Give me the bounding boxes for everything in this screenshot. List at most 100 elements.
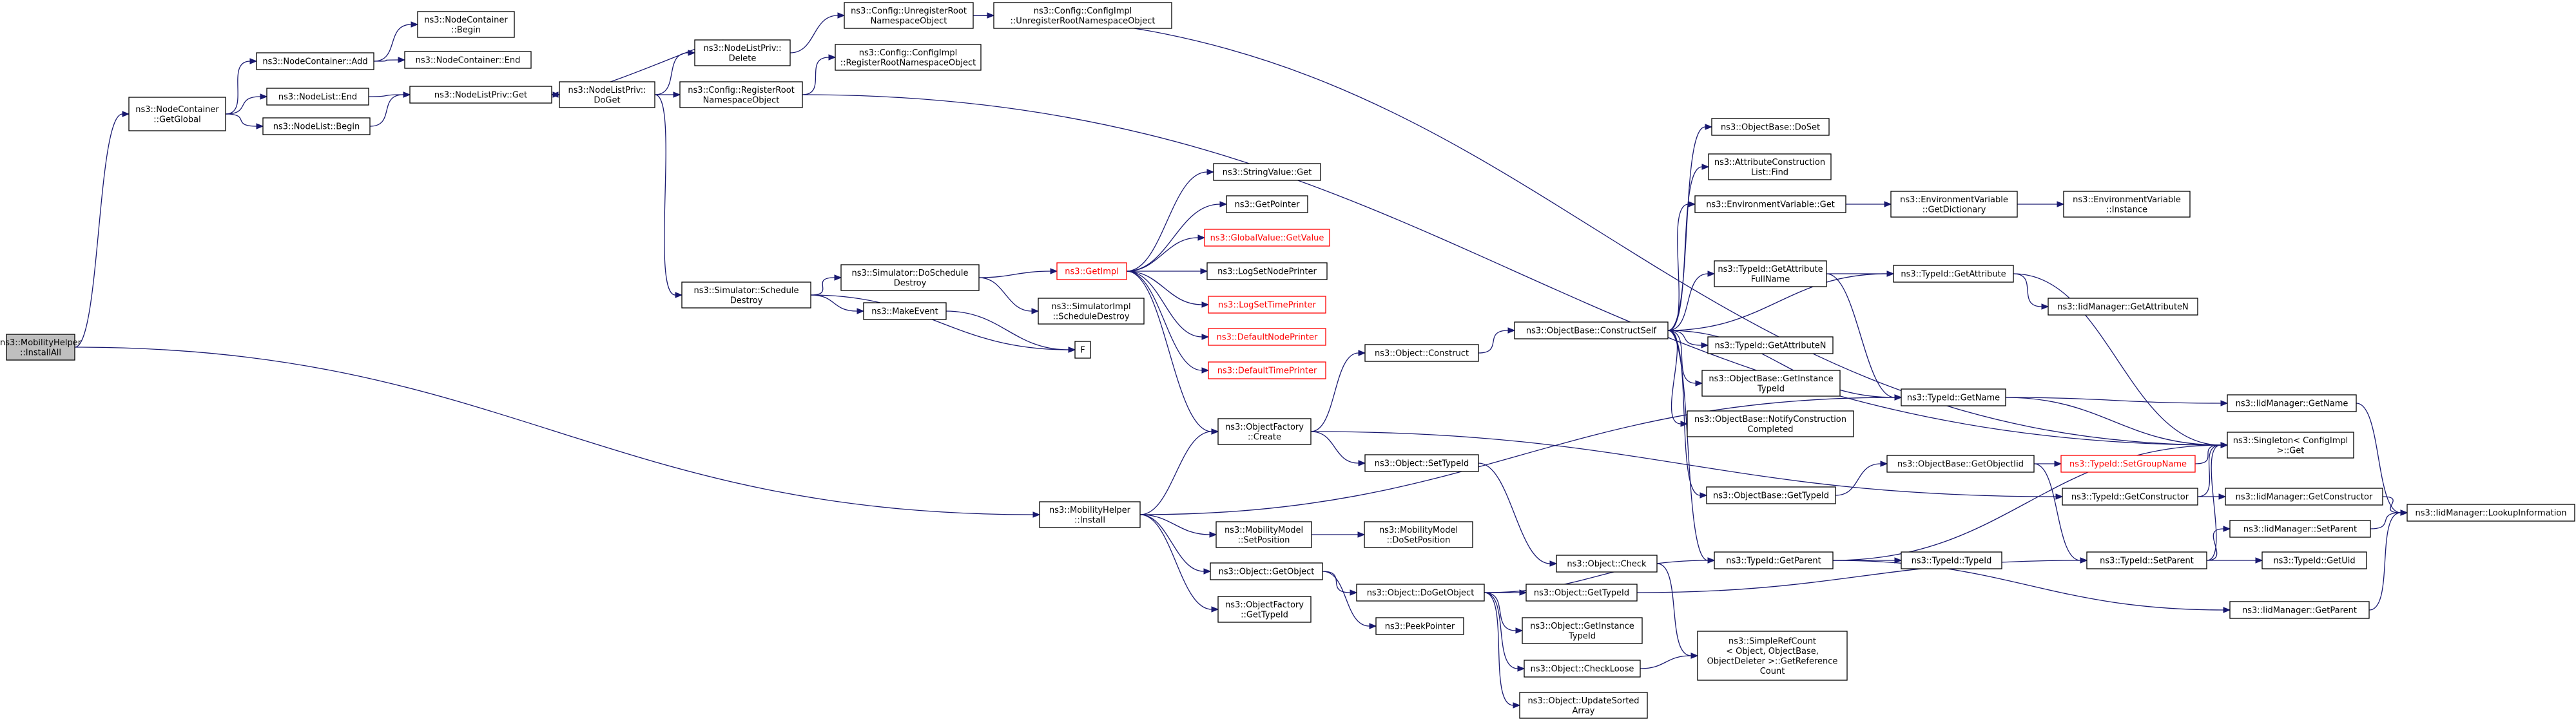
node-iidm-getconstructor[interactable]: ns3::IidManager::GetConstructor	[2225, 488, 2383, 506]
edge-mh-installall-to-mh-install	[74, 347, 1034, 515]
edge-arrowhead	[2255, 557, 2263, 564]
node-envvar-getdict[interactable]: ns3::EnvironmentVariable::GetDictionary	[1890, 191, 2018, 218]
edge-typeid-getattribute-to-iidm-getattributen	[2013, 273, 2042, 307]
node-stringvalue-get[interactable]: ns3::StringValue::Get	[1213, 163, 1321, 181]
node-cfg-reg[interactable]: ns3::Config::RegisterRootNamespaceObject	[679, 81, 803, 108]
node-nlp-doget[interactable]: ns3::NodeListPriv::DoGet	[559, 81, 655, 108]
node-nc-begin[interactable]: ns3::NodeContainer::Begin	[417, 11, 515, 38]
edge-arrowhead	[1050, 268, 1058, 274]
node-nc-end[interactable]: ns3::NodeContainer::End	[404, 51, 532, 69]
node-iidm-getattributen[interactable]: ns3::IidManager::GetAttributeN	[2048, 298, 2198, 316]
node-cfgimpl-unreg[interactable]: ns3::Config::ConfigImpl::UnregisterRootN…	[993, 2, 1172, 29]
edge-objbase-constructself-to-typeid-getattrfullname	[1667, 273, 1709, 331]
node-nc-add[interactable]: ns3::NodeContainer::Add	[256, 52, 374, 70]
node-getimpl[interactable]: ns3::GetImpl	[1056, 262, 1127, 280]
node-box	[1204, 229, 1330, 247]
node-objbase-gettypeid[interactable]: ns3::ObjectBase::GetTypeId	[1706, 486, 1836, 504]
node-nc-getglobal[interactable]: ns3::NodeContainer::GetGlobal	[128, 97, 226, 131]
edge-object-gettypeid-to-typeid-setparent	[1636, 560, 2081, 593]
edge-mh-install-to-objfactory-gettypeid	[1139, 514, 1212, 610]
node-object-dogetobject[interactable]: ns3::Object::DoGetObject	[1356, 584, 1485, 602]
node-label: ns3::Config::RegisterRoot	[688, 86, 795, 95]
edge-arrowhead	[260, 93, 268, 100]
node-label: < Object, ObjectBase,	[1726, 647, 1819, 656]
node-simplerefcount[interactable]: ns3::SimpleRefCount< Object, ObjectBase,…	[1697, 631, 1848, 681]
node-box	[1074, 341, 1091, 359]
node-logsettimeprinter[interactable]: ns3::LogSetTimePrinter	[1208, 296, 1326, 314]
node-object-getobject[interactable]: ns3::Object::GetObject	[1210, 562, 1323, 580]
node-object-gettypeid[interactable]: ns3::Object::GetTypeId	[1525, 584, 1638, 602]
node-mm-setposition[interactable]: ns3::MobilityModel::SetPosition	[1215, 521, 1312, 548]
node-typeid-setparent[interactable]: ns3::TypeId::SetParent	[2086, 551, 2207, 569]
edge-arrowhead	[1705, 124, 1713, 130]
edge-arrowhead	[1513, 702, 1521, 709]
edge-objbase-constructself-to-attrconstr-find	[1667, 166, 1703, 331]
node-typeid-getparent[interactable]: ns3::TypeId::GetParent	[1714, 551, 1834, 569]
node-mh-install[interactable]: ns3::MobilityHelper::Install	[1039, 501, 1141, 528]
node-box	[1208, 328, 1326, 346]
edge-nc-add-to-nc-end	[373, 59, 399, 62]
node-objfactory-create[interactable]: ns3::ObjectFactory::Create	[1217, 418, 1312, 445]
node-f[interactable]: F	[1074, 341, 1091, 359]
node-mh-installall[interactable]: ns3::MobilityHelper::InstallAll	[0, 334, 82, 361]
node-iidm-getuid[interactable]: ns3::TypeId::GetUid	[2261, 551, 2367, 569]
node-typeid-typeid[interactable]: ns3::TypeId::TypeId	[1901, 551, 2002, 569]
node-objbase-constructself[interactable]: ns3::ObjectBase::ConstructSelf	[1514, 321, 1669, 339]
node-envvar-get[interactable]: ns3::EnvironmentVariable::Get	[1694, 195, 1846, 213]
node-cfg-unreg[interactable]: ns3::Config::UnregisterRootNamespaceObje…	[844, 2, 974, 29]
node-objbase-notify[interactable]: ns3::ObjectBase::NotifyConstructionCompl…	[1687, 410, 1854, 437]
node-box	[694, 39, 791, 66]
node-iidm-getname[interactable]: ns3::IidManager::GetName	[2227, 394, 2357, 412]
node-iidm-getparent[interactable]: ns3::IidManager::GetParent	[2229, 601, 2370, 619]
edge-nlp-delete-to-cfg-unreg	[789, 15, 838, 53]
node-singleton-get[interactable]: ns3::Singleton< ConfigImpl >::Get	[2227, 432, 2354, 459]
node-nlp-get[interactable]: ns3::NodeListPriv::Get	[409, 86, 552, 104]
node-iidm-lookupinfo[interactable]: ns3::IidManager::LookupInformation	[2407, 504, 2575, 522]
node-envvar-instance[interactable]: ns3::EnvironmentVariable::Instance	[2063, 191, 2191, 218]
node-objfactory-gettypeid[interactable]: ns3::ObjectFactory::GetTypeId	[1217, 596, 1312, 623]
node-nl-begin[interactable]: ns3::NodeList::Begin	[262, 117, 371, 135]
node-defaulttimeprinter[interactable]: ns3::DefaultTimePrinter	[1208, 361, 1326, 379]
node-globalvalue-getvalue[interactable]: ns3::GlobalValue::GetValue	[1204, 229, 1330, 247]
node-typeid-getconstructor[interactable]: ns3::TypeId::GetConstructor	[2062, 488, 2198, 506]
node-object-settypeid[interactable]: ns3::Object::SetTypeId	[1364, 454, 1479, 472]
node-objbase-doset[interactable]: ns3::ObjectBase::DoSet	[1711, 118, 1830, 136]
node-nlp-delete[interactable]: ns3::NodeListPriv::Delete	[694, 39, 791, 66]
node-simimpl-schedule-destroy[interactable]: ns3::SimulatorImpl::ScheduleDestroy	[1038, 298, 1145, 325]
node-label: ns3::ObjectBase::NotifyConstruction	[1694, 415, 1846, 424]
edge-arrowhead	[1350, 589, 1358, 596]
node-box	[2227, 432, 2354, 459]
edge-typeid-getparent-to-singleton-get	[1832, 444, 2222, 561]
node-peekpointer[interactable]: ns3::PeekPointer	[1375, 617, 1464, 635]
node-iidm-setparent[interactable]: ns3::IidManager::SetParent	[2229, 520, 2371, 538]
node-label: Completed	[1748, 424, 1794, 434]
node-typeid-getname[interactable]: ns3::TypeId::GetName	[1901, 388, 2006, 406]
node-typeid-setgroupname[interactable]: ns3::TypeId::SetGroupName	[2060, 455, 2196, 473]
edge-arrowhead	[1068, 347, 1076, 353]
node-defaultnodeprinter[interactable]: ns3::DefaultNodePrinter	[1208, 328, 1326, 346]
edge-objbase-getobjectiid-to-typeid-setparent	[2033, 463, 2081, 561]
node-getpointer[interactable]: ns3::GetPointer	[1226, 195, 1308, 213]
node-object-construct[interactable]: ns3::Object::Construct	[1364, 344, 1479, 362]
node-typeid-getattributen[interactable]: ns3::TypeId::GetAttributeN	[1707, 336, 1834, 354]
node-makeevent[interactable]: ns3::MakeEvent	[863, 302, 947, 320]
node-sim-schedule-destroy[interactable]: ns3::Simulator::ScheduleDestroy	[681, 281, 811, 309]
node-box	[1208, 296, 1326, 314]
node-box	[2048, 298, 2198, 316]
node-box	[1364, 344, 1479, 362]
node-objbase-getobjectiid[interactable]: ns3::ObjectBase::GetObjectIid	[1886, 455, 2035, 473]
node-cfgimpl-reg[interactable]: ns3::Config::ConfigImpl::RegisterRootNam…	[835, 44, 982, 71]
node-mm-dosetposition[interactable]: ns3::MobilityModel::DoSetPosition	[1364, 521, 1473, 548]
node-object-checkloose[interactable]: ns3::Object::CheckLoose	[1524, 660, 1641, 678]
edge-typeid-getconstructor-to-singleton-get	[2197, 444, 2222, 497]
node-nl-end[interactable]: ns3::NodeList::End	[266, 88, 369, 106]
node-object-check[interactable]: ns3::Object::Check	[1556, 555, 1658, 573]
node-typeid-getattribute[interactable]: ns3::TypeId::GetAttribute	[1893, 265, 2014, 283]
node-logsetnodeprinter[interactable]: ns3::LogSetNodePrinter	[1206, 262, 1328, 280]
